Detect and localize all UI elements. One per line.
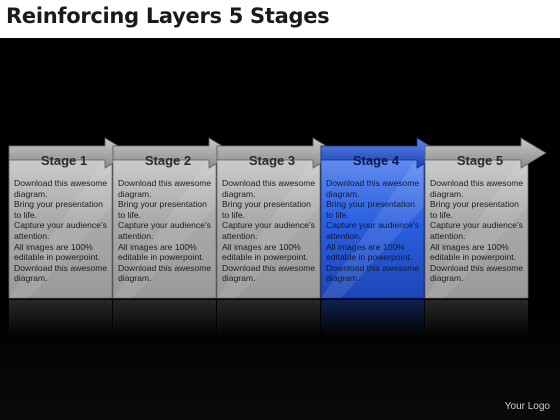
stage-3-reflection — [217, 300, 320, 336]
stage-5-line-5: Download this awesome diagram. — [430, 262, 524, 284]
stage-5-sheen — [425, 148, 528, 298]
stage-2-panel — [112, 145, 217, 299]
stage-5-description: Download this awesome diagram.Bring your… — [430, 178, 528, 284]
stage-4-sheen — [321, 148, 424, 298]
stage-4-line-4: All images are 100% editable in powerpoi… — [326, 241, 412, 263]
stage-3-label: Stage 3 — [249, 153, 295, 168]
page-title: Reinforcing Layers 5 Stages — [6, 4, 330, 28]
stage-4-line-2: Bring your presentation to life. — [326, 199, 415, 220]
stage-2-reflection — [113, 300, 216, 336]
stage-1-line-5: Download this awesome diagram. — [14, 262, 108, 284]
stage-3-description: Download this awesome diagram.Bring your… — [222, 178, 320, 284]
stage-2-line-3: Capture your audience's attention. — [118, 220, 211, 241]
stage-4-line-5: Download this awesome diagram. — [326, 262, 420, 284]
stage-4-line-1: Download this awesome diagram. — [326, 178, 420, 199]
stage-1-line-2: Bring your presentation to life. — [14, 199, 103, 220]
stage-5-label: Stage 5 — [457, 153, 503, 168]
stage-2-description: Download this awesome diagram.Bring your… — [118, 178, 216, 284]
stage-3-line-3: Capture your audience's attention. — [222, 220, 315, 241]
stage-1-sheen — [9, 148, 112, 298]
stage-3-line-2: Bring your presentation to life. — [222, 199, 311, 220]
stage-2-line-2: Bring your presentation to life. — [118, 199, 207, 220]
stage-1-label: Stage 1 — [41, 153, 87, 168]
stage-2-sheen — [113, 148, 216, 298]
logo-text: Your Logo — [504, 401, 550, 412]
stage-1-description: Download this awesome diagram.Bring your… — [14, 178, 112, 284]
stage-3-line-5: Download this awesome diagram. — [222, 262, 316, 284]
stage-5-reflection — [425, 300, 528, 336]
stage-1-line-1: Download this awesome diagram. — [14, 178, 108, 199]
stage-3-line-1: Download this awesome diagram. — [222, 178, 316, 199]
stage-3-panel — [216, 145, 321, 299]
stage-5-panel — [424, 145, 529, 299]
stage-5-line-1: Download this awesome diagram. — [430, 178, 524, 199]
stage-4-panel — [320, 145, 425, 299]
stage-3-sheen — [217, 148, 320, 298]
stage-2-label: Stage 2 — [145, 153, 191, 168]
stage-5-line-2: Bring your presentation to life. — [430, 199, 519, 220]
stage-4-reflection — [321, 300, 424, 336]
stage-1-panel — [8, 145, 113, 299]
stage-1-line-3: Capture your audience's attention. — [14, 220, 107, 241]
stage-2-line-5: Download this awesome diagram. — [118, 262, 212, 284]
stage-4-line-3: Capture your audience's attention. — [326, 220, 419, 241]
stage-5-line-3: Capture your audience's attention. — [430, 220, 523, 241]
stage-5-arrow — [424, 137, 547, 169]
stage-2-line-4: All images are 100% editable in powerpoi… — [118, 241, 204, 263]
stage-1-reflection — [9, 300, 112, 336]
stage-4-label: Stage 4 — [353, 153, 400, 168]
title-bar: Reinforcing Layers 5 Stages — [0, 0, 560, 38]
stage-2-line-1: Download this awesome diagram. — [118, 178, 212, 199]
stage-3-line-4: All images are 100% editable in powerpoi… — [222, 241, 308, 263]
stage-1-line-4: All images are 100% editable in powerpoi… — [14, 241, 100, 263]
stage-4-description: Download this awesome diagram.Bring your… — [326, 178, 424, 284]
stage-5-line-4: All images are 100% editable in powerpoi… — [430, 241, 516, 263]
